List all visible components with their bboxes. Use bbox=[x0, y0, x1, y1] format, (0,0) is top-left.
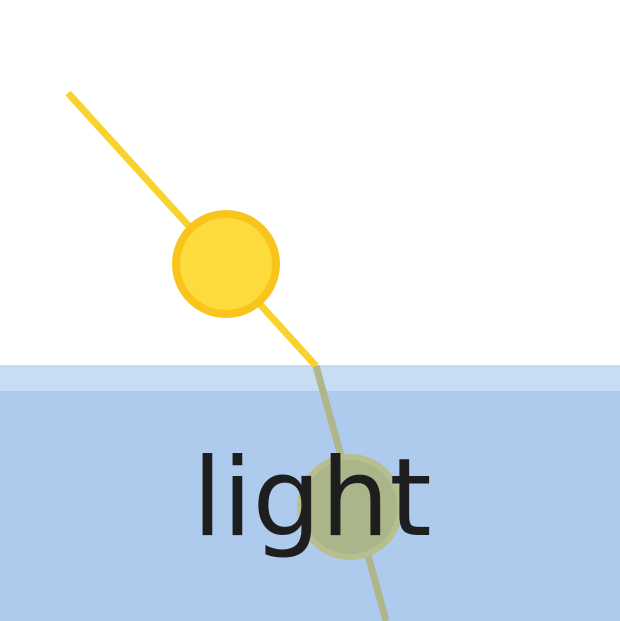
air-region bbox=[0, 0, 620, 366]
refracted-ball-icon bbox=[297, 454, 403, 560]
sun-ball-icon bbox=[172, 210, 280, 318]
water-surface bbox=[0, 365, 620, 392]
refracted-ray bbox=[312, 365, 390, 621]
light-label: light bbox=[192, 436, 431, 561]
